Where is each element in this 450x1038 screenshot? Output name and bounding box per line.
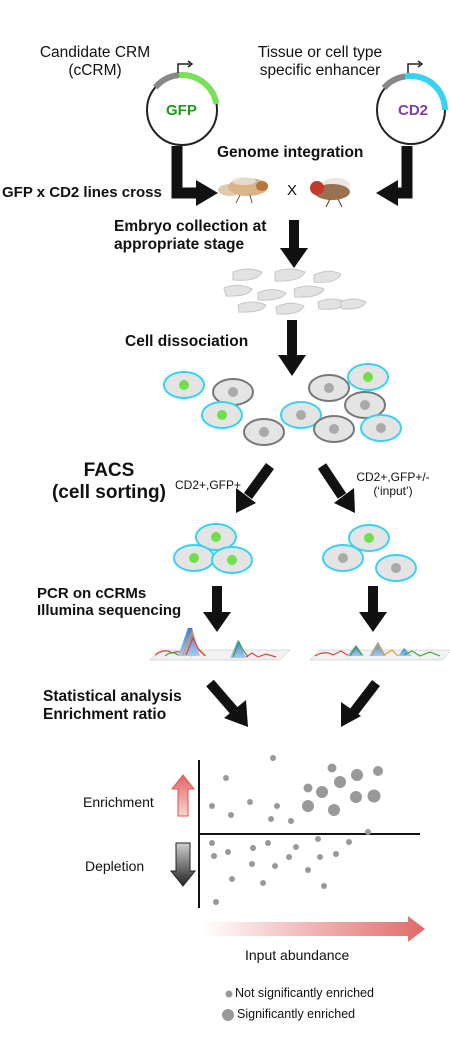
pcr-label: PCR on cCRMs Illumina sequencing xyxy=(37,585,182,620)
facs-arrow-left xyxy=(236,463,275,513)
arrow-to-plot-right xyxy=(341,679,380,727)
enrichment-label: Enrichment xyxy=(83,794,154,810)
plasmid-cd2 xyxy=(376,60,449,145)
cross-symbol: X xyxy=(287,182,298,199)
legend-significant: Significantly enriched xyxy=(237,1007,356,1021)
embryos xyxy=(223,268,367,315)
bent-arrow-right xyxy=(396,146,413,199)
scatter-points-significant xyxy=(302,763,383,816)
facs-arrow-right xyxy=(317,463,355,513)
depletion-label: Depletion xyxy=(85,858,145,874)
fly-gfp xyxy=(218,177,268,204)
sorted-cells-input xyxy=(322,524,417,582)
arrow-to-seq-left xyxy=(203,586,231,632)
bent-arrow-left-head xyxy=(196,180,218,206)
depletion-arrow xyxy=(169,842,197,887)
statistical-analysis-label: Statistical analysis Enrichment ratio xyxy=(43,688,182,723)
sequencing-trace-input xyxy=(309,642,450,661)
arrow-to-seq-right xyxy=(359,586,387,632)
legend-small-dot xyxy=(225,990,233,998)
plasmid-gfp-reporter: GFP xyxy=(166,102,197,119)
embryo-collection-label: Embryo collection at appropriate stage xyxy=(114,218,267,253)
arrow-to-cells xyxy=(278,320,306,376)
scatter-points xyxy=(209,755,371,905)
cell-dissociation-label: Cell dissociation xyxy=(125,333,249,350)
bent-arrow-left xyxy=(171,146,198,199)
enrichment-arrow xyxy=(170,774,196,817)
lines-cross-label: GFP x CD2 lines cross xyxy=(2,184,162,201)
plasmid-gfp xyxy=(146,60,220,146)
input-abundance-arrow xyxy=(202,916,425,942)
fly-cd2 xyxy=(310,178,350,208)
sequencing-trace-enriched xyxy=(149,628,291,661)
plasmid-cd2-title: Tissue or cell type specific enhancer xyxy=(257,44,383,79)
arrow-to-plot-left xyxy=(206,679,248,727)
legend-large-dot xyxy=(222,1009,234,1021)
plasmid-cd2-reporter: CD2 xyxy=(398,102,429,119)
sort-left-label: CD2+,GFP+ xyxy=(175,478,242,492)
genome-integration-label: Genome integration xyxy=(217,144,364,161)
plasmid-gfp-title: Candidate CRM (cCRM) xyxy=(39,44,151,79)
cell-mixture xyxy=(163,363,402,446)
arrow-to-embryos xyxy=(280,220,308,268)
bent-arrow-right-head xyxy=(376,180,398,206)
facs-label: FACS (cell sorting) xyxy=(51,460,166,503)
legend-not-significant: Not significantly enriched xyxy=(235,986,374,1000)
sort-right-label: CD2+,GFP+/- (‘input’) xyxy=(356,470,430,498)
sorted-cells-gfp xyxy=(173,523,253,574)
x-axis-label: Input abundance xyxy=(245,947,350,963)
